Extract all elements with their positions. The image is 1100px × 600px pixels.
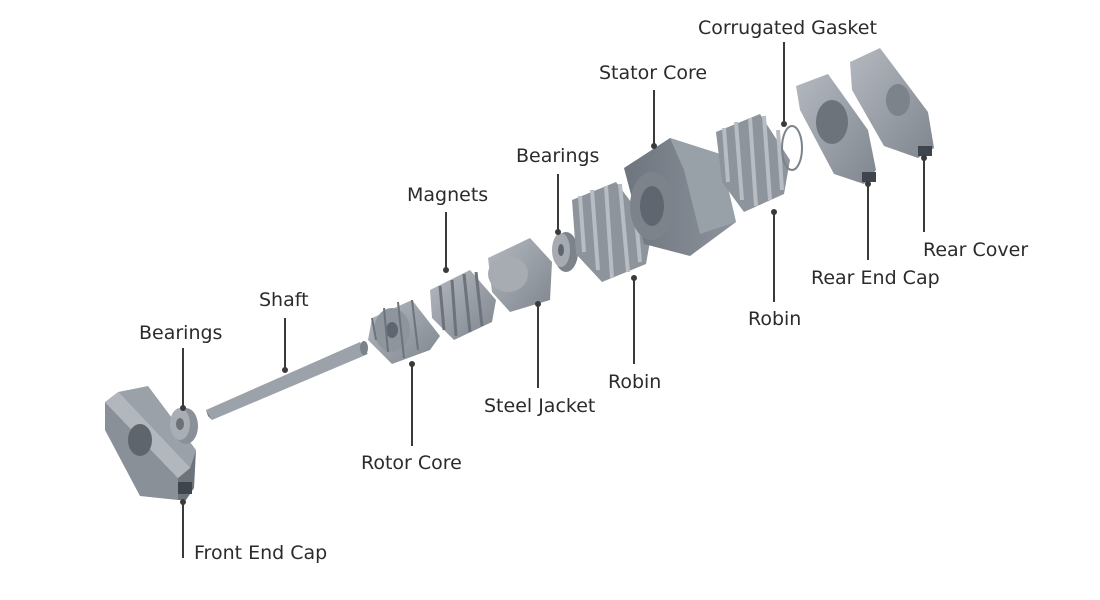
label-shaft: Shaft <box>259 289 309 311</box>
rear-cover-part <box>850 48 934 158</box>
leader-lines <box>182 42 925 558</box>
steel-jacket-part <box>488 238 552 312</box>
stator-core-part <box>624 138 736 256</box>
front-end-cap-part <box>105 386 196 500</box>
label-rear-cover: Rear Cover <box>923 239 1029 261</box>
corrugated-gasket-part <box>781 125 803 171</box>
label-bearings-upper: Bearings <box>516 145 600 167</box>
label-rear-end-cap: Rear End Cap <box>811 267 940 289</box>
label-robin-center: Robin <box>608 371 662 393</box>
label-corrugated-gasket: Corrugated Gasket <box>698 17 877 39</box>
leader-dots <box>180 121 927 505</box>
magnets-part <box>430 270 496 340</box>
bearings-lower-part <box>170 408 198 444</box>
shaft-part <box>206 341 368 420</box>
rear-end-cap-part <box>796 74 876 184</box>
rotor-core-part <box>368 299 440 364</box>
bearings-upper-part <box>552 232 578 272</box>
label-stator-core: Stator Core <box>599 62 708 84</box>
robin-right-part <box>716 114 790 212</box>
label-robin-right: Robin <box>748 308 802 330</box>
label-rotor-core: Rotor Core <box>361 452 462 474</box>
label-steel-jacket: Steel Jacket <box>484 395 596 417</box>
label-front-end-cap: Front End Cap <box>194 542 328 564</box>
label-magnets: Magnets <box>407 184 489 206</box>
label-bearings-lower: Bearings <box>139 322 223 344</box>
